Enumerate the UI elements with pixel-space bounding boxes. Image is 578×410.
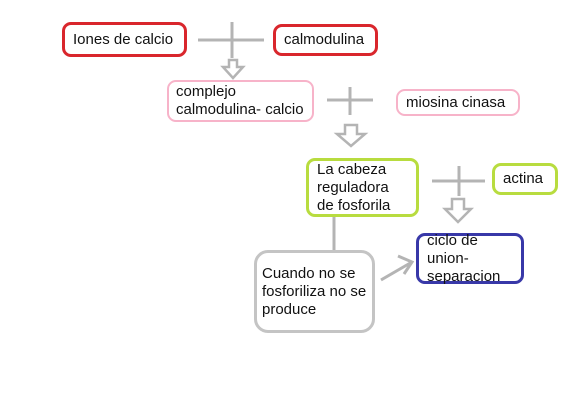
node-actina[interactable]: actina [492, 163, 558, 195]
node-label: ciclo de union-separacion [427, 231, 501, 285]
node-label: actina [503, 170, 544, 187]
node-label: La cabeza reguladora de fosforila [317, 160, 391, 214]
node-miosina-cinasa[interactable]: miosina cinasa [396, 89, 520, 116]
node-label: Cuando no se fosforiliza no se produce [262, 264, 367, 318]
down-arrow-2 [333, 123, 369, 148]
node-label: calmodulina [284, 31, 365, 48]
node-calmodulina[interactable]: calmodulina [273, 24, 378, 56]
node-complejo-calmodulina-calcio[interactable]: complejo calmodulina- calcio [167, 80, 314, 122]
arrow-cuando-to-ciclo-shaft [380, 260, 413, 282]
down-arrow-1 [220, 58, 246, 80]
node-ciclo-de-union-separacion[interactable]: ciclo de union-separacion [416, 231, 524, 285]
node-label: Iones de calcio [73, 30, 174, 48]
node-label: miosina cinasa [406, 93, 506, 111]
node-cuando-no-se-fosforiliza[interactable]: Cuando no se fosforiliza no se produce [254, 250, 375, 333]
down-arrow-3 [441, 197, 475, 224]
node-la-cabeza-reguladora[interactable]: La cabeza reguladora de fosforila [306, 158, 419, 217]
node-iones-de-calcio[interactable]: Iones de calcio [62, 22, 187, 57]
node-label: complejo calmodulina- calcio [176, 83, 304, 118]
arrow-cuando-to-ciclo-head [397, 254, 415, 275]
